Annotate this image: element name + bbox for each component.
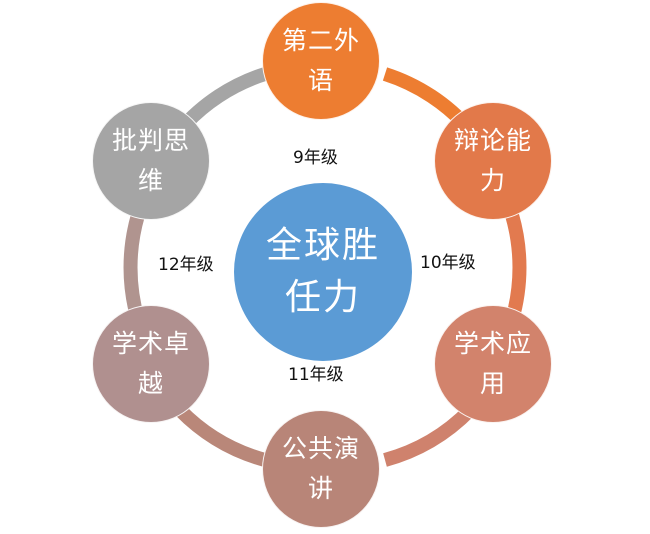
center-node: 全球胜任力: [234, 183, 412, 361]
ring-arc-left: [123, 213, 145, 322]
node-excellence: 学术卓越: [92, 305, 210, 423]
node-foreign-language: 第二外语: [262, 2, 380, 120]
center-label: 全球胜任力: [265, 225, 380, 318]
ring-arc-bottom-right: [383, 405, 476, 467]
node-label: 第二外语: [281, 26, 360, 95]
node-speech: 公共演讲: [262, 410, 380, 528]
node-label: 辩论能力: [453, 126, 532, 195]
node-label: 批判思维: [111, 126, 190, 195]
node-label: 学术应用: [453, 329, 532, 398]
grade-label-12: 12年级: [158, 255, 214, 275]
node-critical-thinking: 批判思维: [92, 102, 210, 220]
ring-arc-bottom-left: [174, 405, 267, 467]
grade-label-9: 9年级: [293, 148, 338, 168]
ring-arc-right: [505, 213, 527, 322]
node-label: 学术卓越: [111, 329, 190, 398]
node-applied: 学术应用: [434, 305, 552, 423]
node-debate: 辩论能力: [434, 102, 552, 220]
node-label: 公共演讲: [281, 434, 360, 503]
grade-label-10: 10年级: [420, 253, 476, 273]
grade-label-11: 11年级: [288, 365, 344, 385]
